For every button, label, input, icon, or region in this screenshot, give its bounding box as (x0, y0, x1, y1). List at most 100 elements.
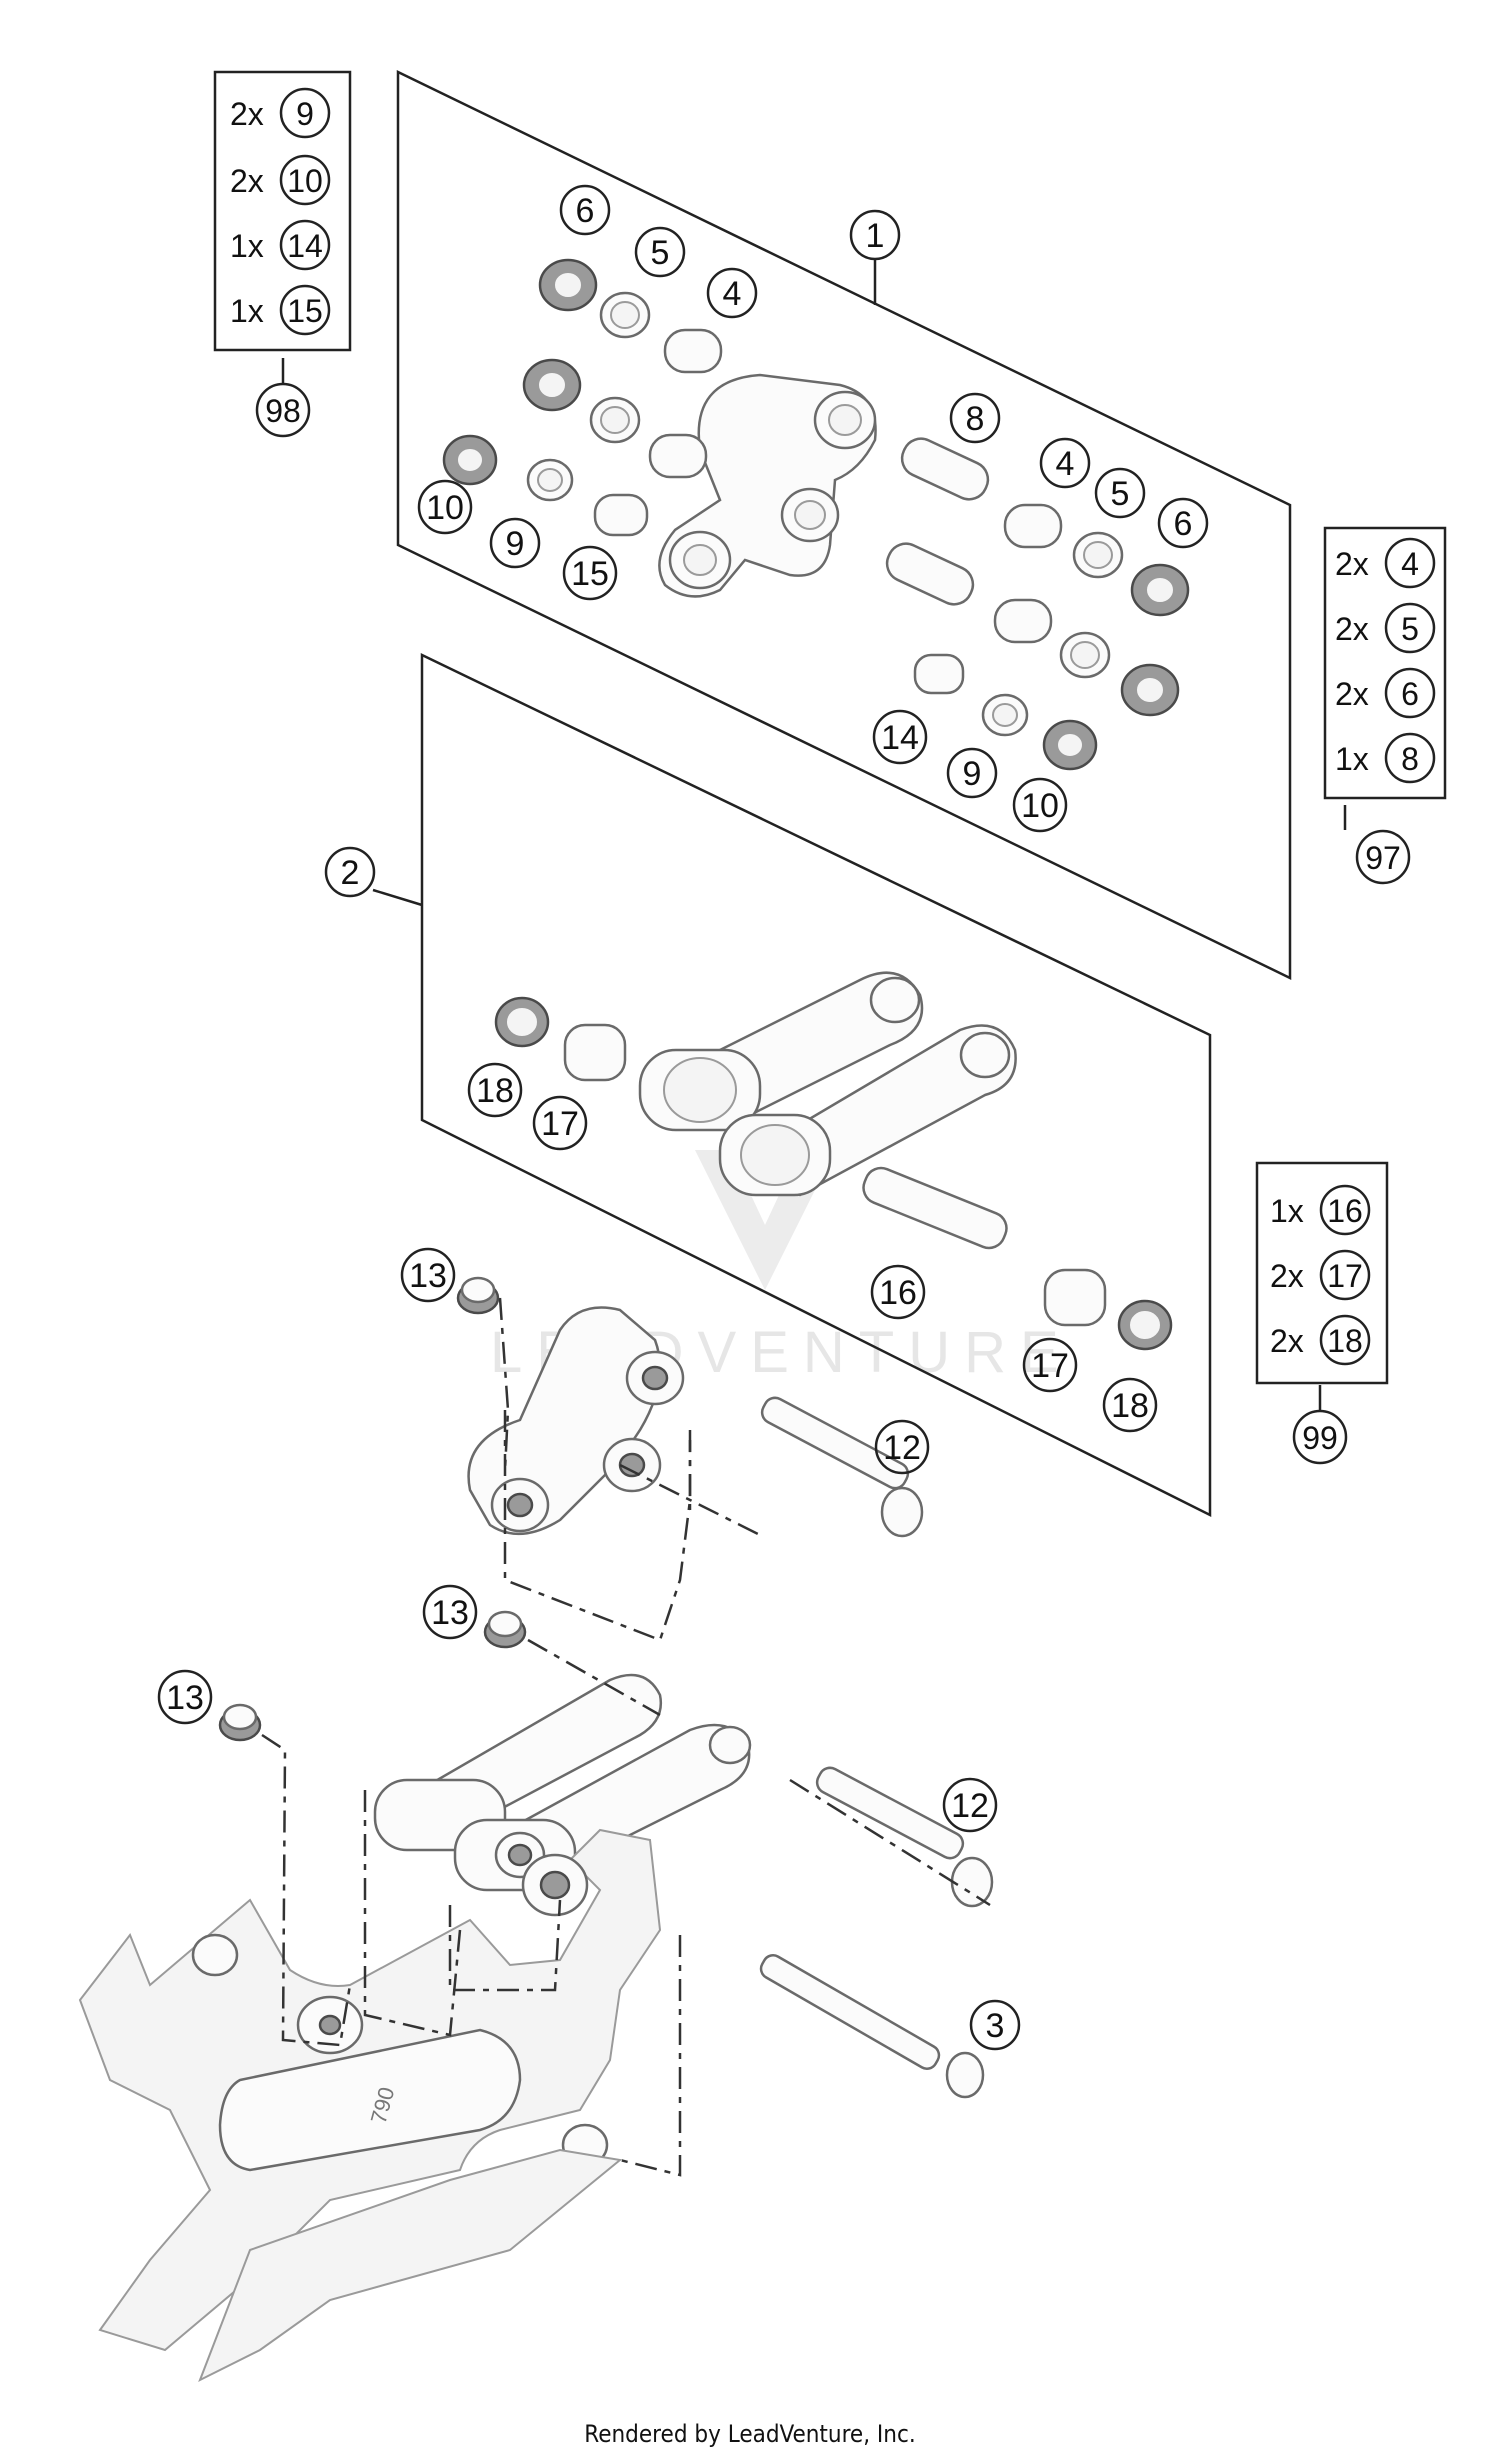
callout-15: 15 (562, 545, 618, 601)
pin-8 (900, 437, 990, 501)
svg-text:2x: 2x (230, 163, 264, 199)
kit-99-id: 99 (1302, 1420, 1338, 1456)
pull-rod-assembled (373, 1673, 752, 1892)
svg-text:2x: 2x (1335, 546, 1369, 582)
linkage-lever-part (658, 373, 877, 598)
callout-5b: 5 (1094, 467, 1146, 519)
svg-text:8: 8 (966, 400, 985, 438)
svg-text:13: 13 (409, 1257, 447, 1295)
svg-text:2x: 2x (1335, 676, 1369, 712)
svg-text:10: 10 (1021, 787, 1059, 825)
svg-text:10: 10 (287, 163, 323, 199)
svg-text:3: 3 (986, 2007, 1005, 2045)
seal-6d (1120, 663, 1180, 717)
kit-98-id: 98 (265, 393, 301, 429)
svg-text:18: 18 (1111, 1387, 1149, 1425)
callout-2: 2 (324, 846, 376, 898)
callout-13b: 13 (422, 1584, 478, 1640)
ring-9b (981, 693, 1029, 737)
callout-5a: 5 (634, 226, 686, 278)
seal-10a (442, 434, 498, 486)
bushing-15 (593, 493, 649, 537)
callout-6b: 6 (1157, 497, 1209, 549)
part-callouts: 1 2 3 6 5 4 8 4 5 6 10 9 15 14 9 10 18 1… (157, 184, 1209, 2051)
svg-text:14: 14 (287, 228, 323, 264)
callout-9a: 9 (489, 517, 541, 569)
bushing-17b (1043, 1268, 1107, 1327)
callout-17a: 17 (532, 1095, 588, 1151)
seal-6b (1130, 563, 1190, 617)
bushing-14 (913, 653, 965, 695)
callout-8: 8 (949, 392, 1001, 444)
callout-13a: 13 (400, 1247, 456, 1303)
footer-credit: Rendered by LeadVenture, Inc. (584, 2420, 916, 2448)
svg-text:15: 15 (287, 293, 323, 329)
svg-text:9: 9 (963, 755, 982, 793)
lever-assembled (467, 1306, 685, 1536)
bushing-17a (563, 1023, 627, 1082)
svg-text:13: 13 (431, 1594, 469, 1632)
svg-text:6: 6 (1401, 676, 1419, 712)
svg-text:18: 18 (476, 1072, 514, 1110)
kit-frame-2 (420, 653, 1212, 1518)
svg-text:2: 2 (341, 854, 360, 892)
svg-text:17: 17 (1031, 1347, 1069, 1385)
leader-lines (281, 258, 1347, 1410)
seal-6c (522, 358, 582, 412)
callout-18b: 18 (1102, 1377, 1158, 1433)
nut-13c (218, 1703, 262, 1742)
svg-text:4: 4 (1056, 445, 1075, 483)
callout-17b: 17 (1022, 1337, 1078, 1393)
svg-text:13: 13 (166, 1679, 204, 1717)
swingarm-frame-part: 790 (78, 1828, 662, 2383)
svg-text:4: 4 (723, 275, 742, 313)
callout-16: 16 (870, 1264, 926, 1320)
kit-frame-1 (396, 70, 1292, 980)
ring-5c (589, 396, 641, 444)
svg-text:17: 17 (541, 1105, 579, 1143)
callout-4b: 4 (1039, 437, 1091, 489)
callout-18a: 18 (467, 1062, 523, 1118)
seal-6a (538, 258, 598, 312)
svg-text:1: 1 (866, 217, 885, 255)
bushing-4b (1003, 503, 1063, 549)
svg-text:1x: 1x (1270, 1193, 1304, 1229)
svg-text:5: 5 (1401, 611, 1419, 647)
assembly-guide-lines (261, 1297, 991, 2177)
bolt-12b (815, 1766, 994, 1908)
seal-18b (1117, 1299, 1173, 1351)
pin-8b (885, 542, 975, 606)
svg-text:17: 17 (1327, 1258, 1363, 1294)
callout-12a: 12 (874, 1419, 930, 1475)
nut-13a (456, 1276, 500, 1315)
callout-3: 3 (969, 1999, 1021, 2051)
callout-4a: 4 (706, 267, 758, 319)
callout-13c: 13 (157, 1669, 213, 1725)
callout-10a: 10 (417, 479, 473, 535)
callout-9b: 9 (946, 747, 998, 799)
callout-10b: 10 (1012, 777, 1068, 833)
svg-text:2x: 2x (230, 96, 264, 132)
ring-5d (1059, 631, 1111, 679)
svg-text:1x: 1x (230, 293, 264, 329)
svg-text:5: 5 (1111, 475, 1130, 513)
svg-text:16: 16 (1327, 1193, 1363, 1229)
seal-10b (1042, 719, 1098, 771)
svg-text:18: 18 (1327, 1323, 1363, 1359)
svg-text:15: 15 (571, 555, 609, 593)
svg-text:9: 9 (506, 525, 525, 563)
bolt-12a (760, 1396, 924, 1538)
svg-text:1x: 1x (1335, 741, 1369, 777)
svg-text:5: 5 (651, 234, 670, 272)
kit-97-id: 97 (1365, 840, 1401, 876)
svg-text:16: 16 (879, 1274, 917, 1312)
svg-text:2x: 2x (1270, 1323, 1304, 1359)
svg-text:4: 4 (1401, 546, 1419, 582)
bushing-4d (993, 598, 1053, 644)
seal-18a (494, 996, 550, 1048)
svg-text:6: 6 (1174, 505, 1193, 543)
bushing-4c (648, 433, 708, 479)
svg-text:12: 12 (883, 1429, 921, 1467)
